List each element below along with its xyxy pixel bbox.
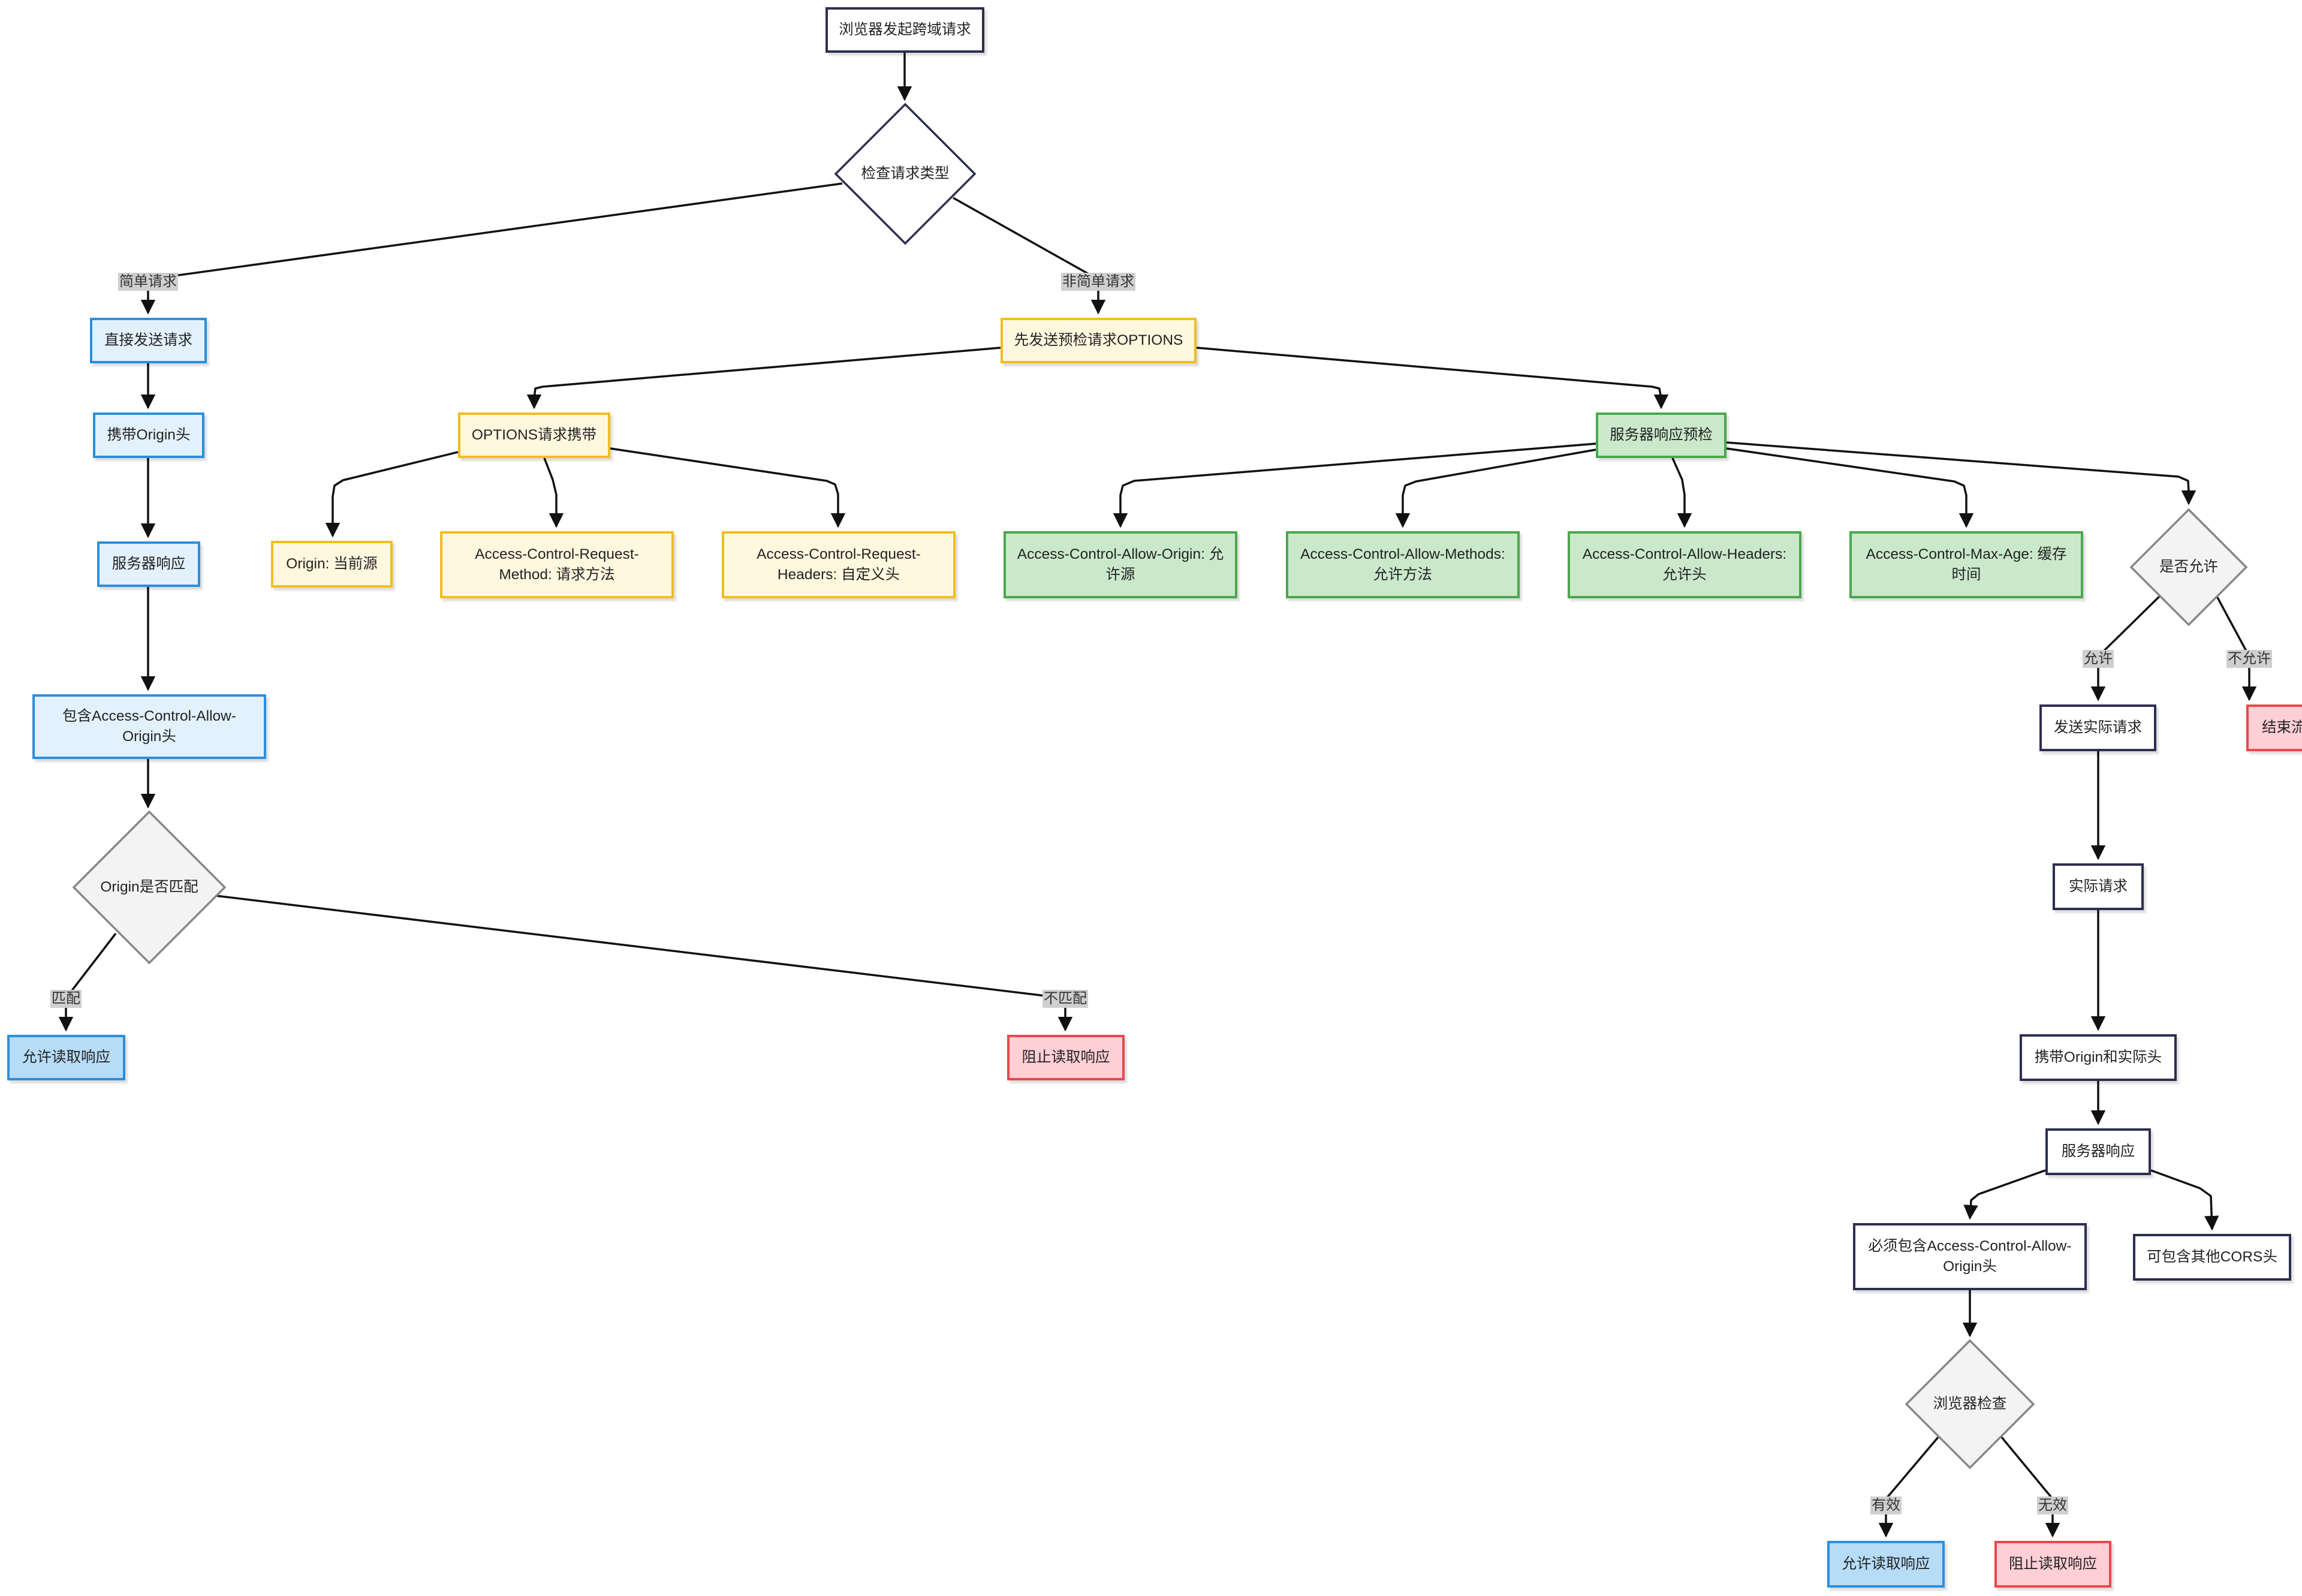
node-allow_read_1: 允许读取响应: [7, 1035, 125, 1080]
node-text: 必须包含Access-Control-Allow- Origin头: [1868, 1237, 2072, 1275]
node-text: 可包含其他CORS头: [2147, 1248, 2277, 1265]
decision-check_type: 检查请求类型: [834, 103, 977, 245]
edge-preflight-to-options_carry: [526, 347, 1001, 409]
node-text: 携带Origin头: [107, 426, 191, 443]
node-text: Access-Control-Max-Age: 缓存 时间: [1866, 546, 2067, 583]
decision-text: 检查请求类型: [861, 165, 950, 182]
edge-label-browser_check-to-allow_read_2: 有效: [1870, 1496, 1902, 1514]
node-include_acao: 包含Access-Control-Allow- Origin头: [32, 694, 266, 759]
node-text: Origin: 当前源: [286, 555, 378, 572]
node-text: 实际请求: [2069, 878, 2128, 895]
edge-preflight-to-server_preflight: [1196, 347, 1669, 409]
edge-label-check_type-to-preflight: 非简单请求: [1061, 273, 1135, 291]
decision-text: 是否允许: [2159, 558, 2218, 575]
node-server_preflight: 服务器响应预检: [1596, 412, 1726, 458]
node-actual_request: 实际请求: [2053, 863, 2144, 910]
node-server_resp_simple: 服务器响应: [97, 541, 200, 587]
node-text: 先发送预检请求OPTIONS: [1014, 332, 1183, 348]
node-text: 允许读取响应: [22, 1049, 110, 1065]
edge-server_preflight-to-is_allowed: [1726, 441, 2196, 505]
node-acm_age: Access-Control-Max-Age: 缓存 时间: [1849, 531, 2083, 598]
edge-server_preflight-to-aca_methods: [1395, 448, 1596, 528]
node-text: OPTIONS请求携带: [471, 426, 597, 443]
edge-options_carry-to-acr_headers: [610, 447, 846, 528]
node-end_flow: 结束流程: [2246, 704, 2302, 751]
node-carry_origin: 携带Origin头: [93, 412, 204, 458]
decision-origin_match: Origin是否匹配: [72, 810, 227, 965]
node-server_resp_actual: 服务器响应: [2045, 1128, 2151, 1175]
node-acr_method: Access-Control-Request- Method: 请求方法: [440, 531, 674, 598]
node-options_carry: OPTIONS请求携带: [458, 412, 610, 458]
edge-server_resp_actual-to-may_include_cors: [2150, 1169, 2219, 1231]
node-text: Access-Control-Request- Method: 请求方法: [475, 546, 639, 583]
node-text: Access-Control-Request- Headers: 自定义头: [757, 546, 921, 583]
node-text: Access-Control-Allow-Headers: 允许头: [1582, 546, 1787, 583]
node-text: 发送实际请求: [2054, 719, 2142, 736]
node-aca_origin: Access-Control-Allow-Origin: 允 许源: [1004, 531, 1237, 598]
node-text: 直接发送请求: [104, 332, 192, 348]
node-text: 携带Origin和实际头: [2034, 1049, 2162, 1065]
edge-label-check_type-to-direct_send: 简单请求: [118, 273, 178, 291]
edge-origin_match-to-block_read_1: [215, 895, 1073, 1032]
node-must_include_acao: 必须包含Access-Control-Allow- Origin头: [1853, 1223, 2087, 1290]
edge-label-origin_match-to-allow_read_1: 匹配: [50, 990, 82, 1008]
edge-server_resp_actual-to-must_include_acao: [1963, 1169, 2046, 1220]
edge-server_preflight-to-acm_age: [1726, 447, 1974, 528]
decision-is_allowed: 是否允许: [2129, 508, 2248, 627]
node-text: 服务器响应预检: [1610, 426, 1713, 443]
edge-options_carry-to-acr_method: [543, 457, 564, 528]
edge-label-browser_check-to-block_read_2: 无效: [2037, 1496, 2068, 1514]
node-text: 结束流程: [2262, 719, 2302, 736]
edge-options_carry-to-origin_current: [325, 451, 459, 538]
node-text: 允许读取响应: [1842, 1555, 1930, 1572]
node-origin_current: Origin: 当前源: [271, 541, 393, 588]
node-text: 阻止读取响应: [1022, 1049, 1110, 1065]
decision-browser_check: 浏览器检查: [1905, 1339, 2035, 1469]
node-aca_methods: Access-Control-Allow-Methods: 允许方法: [1286, 531, 1520, 598]
node-text: 浏览器发起跨域请求: [839, 21, 971, 38]
node-text: Access-Control-Allow-Origin: 允 许源: [1017, 546, 1224, 583]
node-text: Access-Control-Allow-Methods: 允许方法: [1300, 546, 1505, 583]
node-direct_send: 直接发送请求: [90, 318, 207, 363]
decision-text: Origin是否匹配: [100, 878, 198, 895]
edge-label-is_allowed-to-send_actual: 允许: [2083, 650, 2114, 668]
node-may_include_cors: 可包含其他CORS头: [2133, 1234, 2291, 1281]
node-aca_headers: Access-Control-Allow-Headers: 允许头: [1568, 531, 1801, 598]
decision-text: 浏览器检查: [1933, 1395, 2007, 1412]
node-text: 服务器响应: [2061, 1143, 2135, 1160]
node-block_read_1: 阻止读取响应: [1007, 1035, 1125, 1080]
node-text: 服务器响应: [112, 555, 186, 572]
node-acr_headers: Access-Control-Request- Headers: 自定义头: [722, 531, 956, 598]
edge-label-is_allowed-to-end_flow: 不允许: [2226, 650, 2272, 668]
edge-server_preflight-to-aca_headers: [1671, 457, 1692, 528]
node-carry_origin_actual: 携带Origin和实际头: [2020, 1034, 2177, 1081]
node-text: 阻止读取响应: [2009, 1555, 2097, 1572]
edge-check_type-to-direct_send: [140, 182, 843, 315]
edge-label-origin_match-to-block_read_1: 不匹配: [1042, 990, 1088, 1008]
node-start: 浏览器发起跨域请求: [825, 7, 984, 53]
node-send_actual: 发送实际请求: [2039, 704, 2156, 751]
node-text: 包含Access-Control-Allow- Origin头: [62, 707, 236, 745]
node-allow_read_2: 允许读取响应: [1827, 1541, 1945, 1588]
node-block_read_2: 阻止读取响应: [1994, 1541, 2111, 1588]
node-preflight: 先发送预检请求OPTIONS: [1001, 318, 1197, 363]
edge-server_preflight-to-aca_origin: [1113, 442, 1596, 528]
